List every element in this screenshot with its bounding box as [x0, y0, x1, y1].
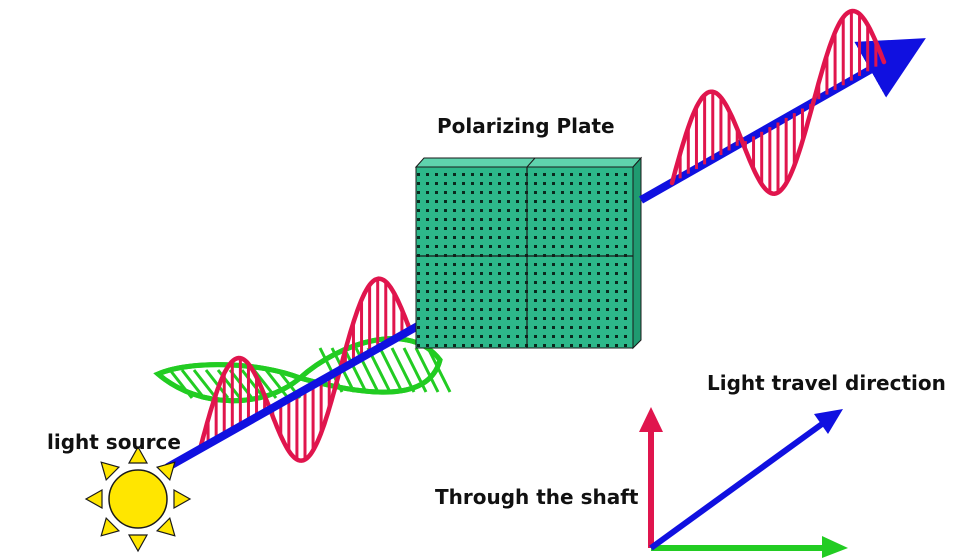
green-wave-hatch — [342, 347, 368, 393]
green-wave-hatch — [240, 369, 266, 399]
sun-ray — [84, 488, 103, 510]
green-wave-hatch — [378, 347, 404, 393]
green-wave-hatch — [426, 347, 452, 393]
travel-direction-arrow — [649, 421, 824, 551]
plate-top-divider — [526, 157, 536, 168]
sun-ray — [155, 516, 176, 537]
red-wave-incoming — [197, 276, 413, 463]
axes-diagram — [639, 407, 848, 558]
sun-icon — [84, 445, 192, 553]
green-wave-hatch — [390, 347, 416, 393]
plate-side-face — [632, 156, 642, 350]
sun-ray — [127, 534, 149, 553]
red-wave-out-curve — [669, 8, 887, 196]
sun-ray — [100, 516, 121, 537]
sun-ray — [127, 445, 149, 464]
sun-ray — [173, 488, 192, 510]
sun-ray — [155, 461, 176, 482]
plate-dot-grid — [416, 167, 633, 348]
polarizing-plate-label: Polarizing Plate — [437, 114, 615, 138]
green-wave-hatch — [264, 369, 290, 399]
green-wave-hatch — [180, 369, 206, 399]
light-travel-direction-label: Light travel direction — [707, 371, 946, 395]
sun-ray — [100, 461, 121, 482]
green-wave-hatch — [192, 369, 218, 399]
sun-body — [108, 469, 168, 529]
vertical-axis-arrowhead — [639, 407, 663, 432]
horizontal-axis-arrowhead — [822, 536, 848, 558]
light-source-label: light source — [47, 430, 181, 454]
green-wave-hatch — [414, 347, 440, 393]
travel-direction-arrowhead — [814, 409, 843, 434]
red-wave-outgoing — [669, 8, 887, 196]
through-the-shaft-label: Through the shaft — [435, 485, 639, 509]
polarizing-plate — [414, 156, 643, 350]
red-wave-in-curve — [197, 276, 413, 463]
